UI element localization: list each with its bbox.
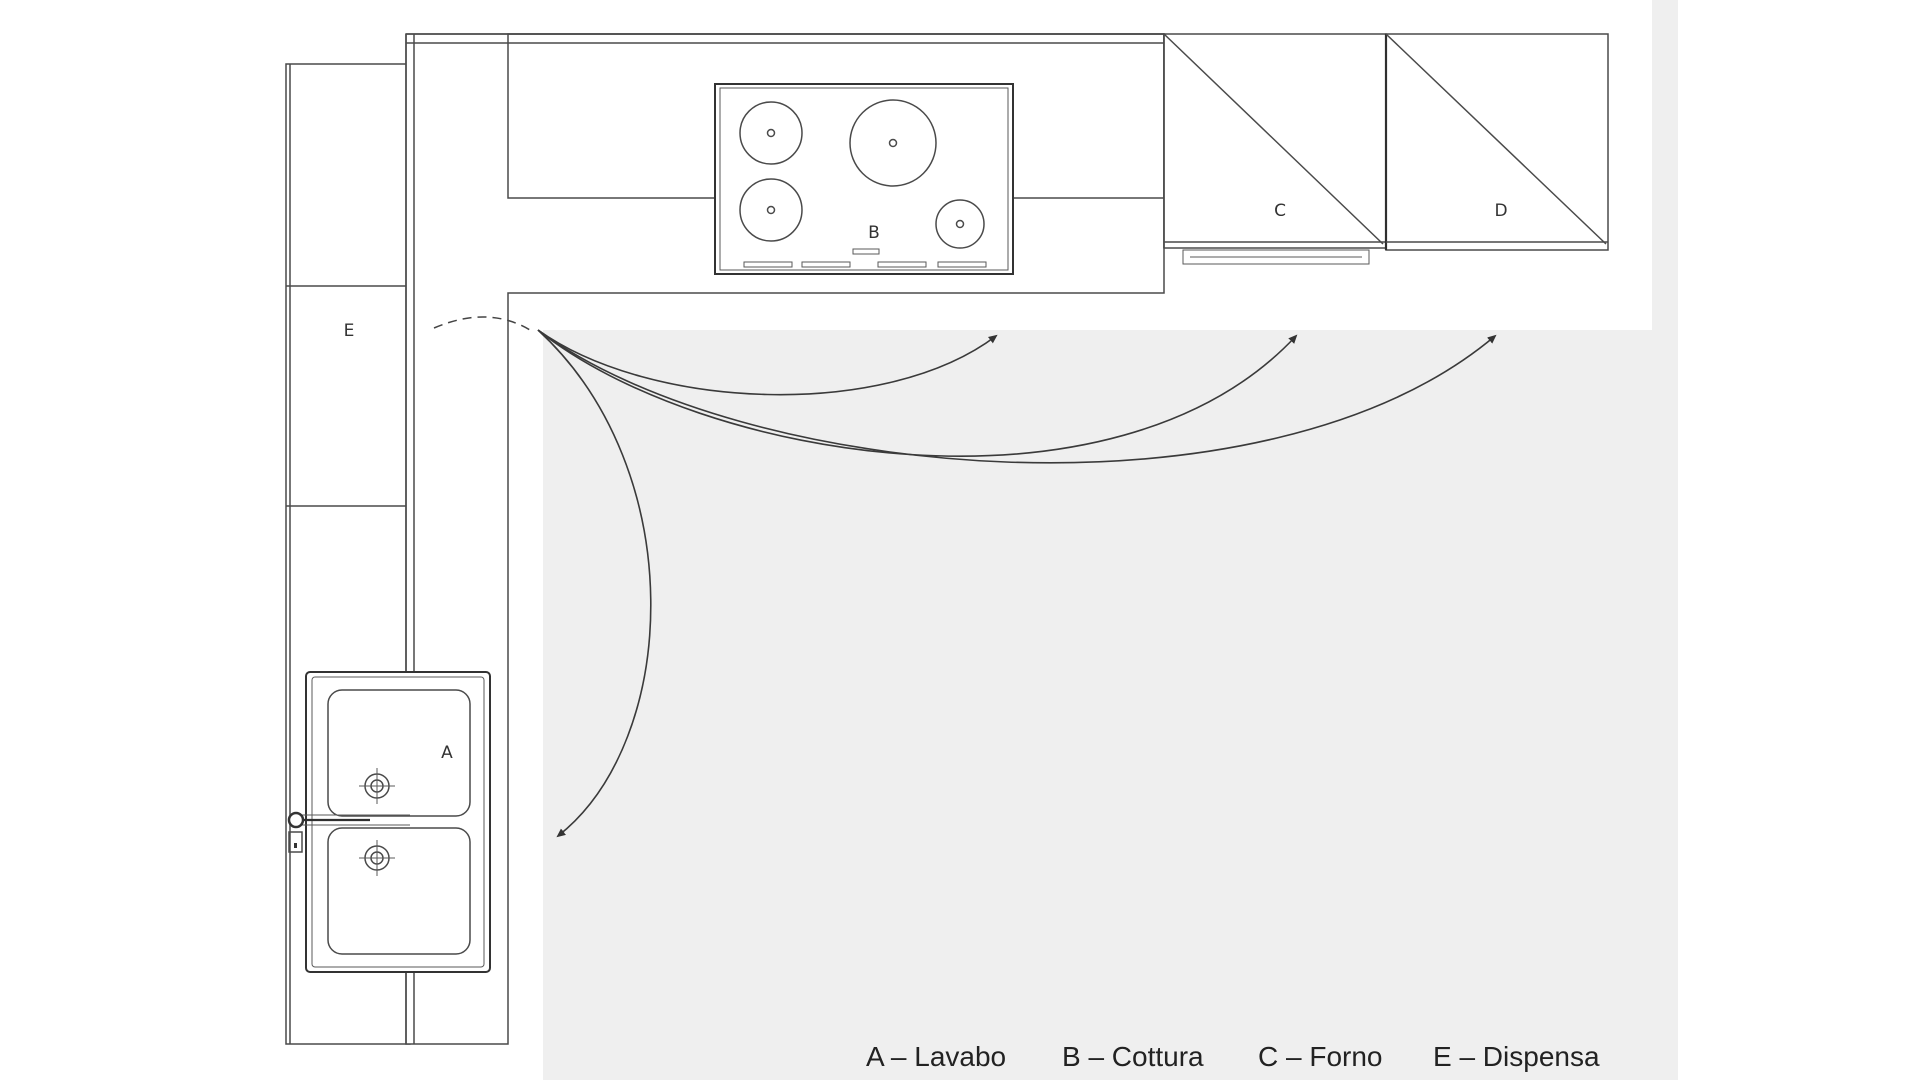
legend-item-b: B – Cottura	[1062, 1041, 1204, 1072]
sink	[287, 671, 491, 973]
oven-label: C	[1274, 201, 1286, 221]
tall-unit	[1384, 33, 1609, 251]
oven-cabinet	[1163, 33, 1387, 265]
floor-area	[543, 330, 1678, 1080]
movement-arcs	[537, 329, 1497, 838]
hob-label: B	[868, 223, 880, 243]
legend-item-a: A – Lavabo	[866, 1041, 1006, 1072]
legend-item-e: E – Dispensa	[1433, 1041, 1600, 1072]
legend: A – Lavabo B – Cottura C – Forno E – Dis…	[866, 1041, 1600, 1072]
tall-unit-label: D	[1494, 201, 1507, 221]
sink-label: A	[441, 743, 453, 763]
legend-item-c: C – Forno	[1258, 1041, 1383, 1072]
hob	[714, 83, 1014, 275]
pantry-label: E	[344, 321, 355, 341]
right-wall-strip	[1652, 0, 1678, 330]
door-swing-arc	[433, 316, 531, 331]
